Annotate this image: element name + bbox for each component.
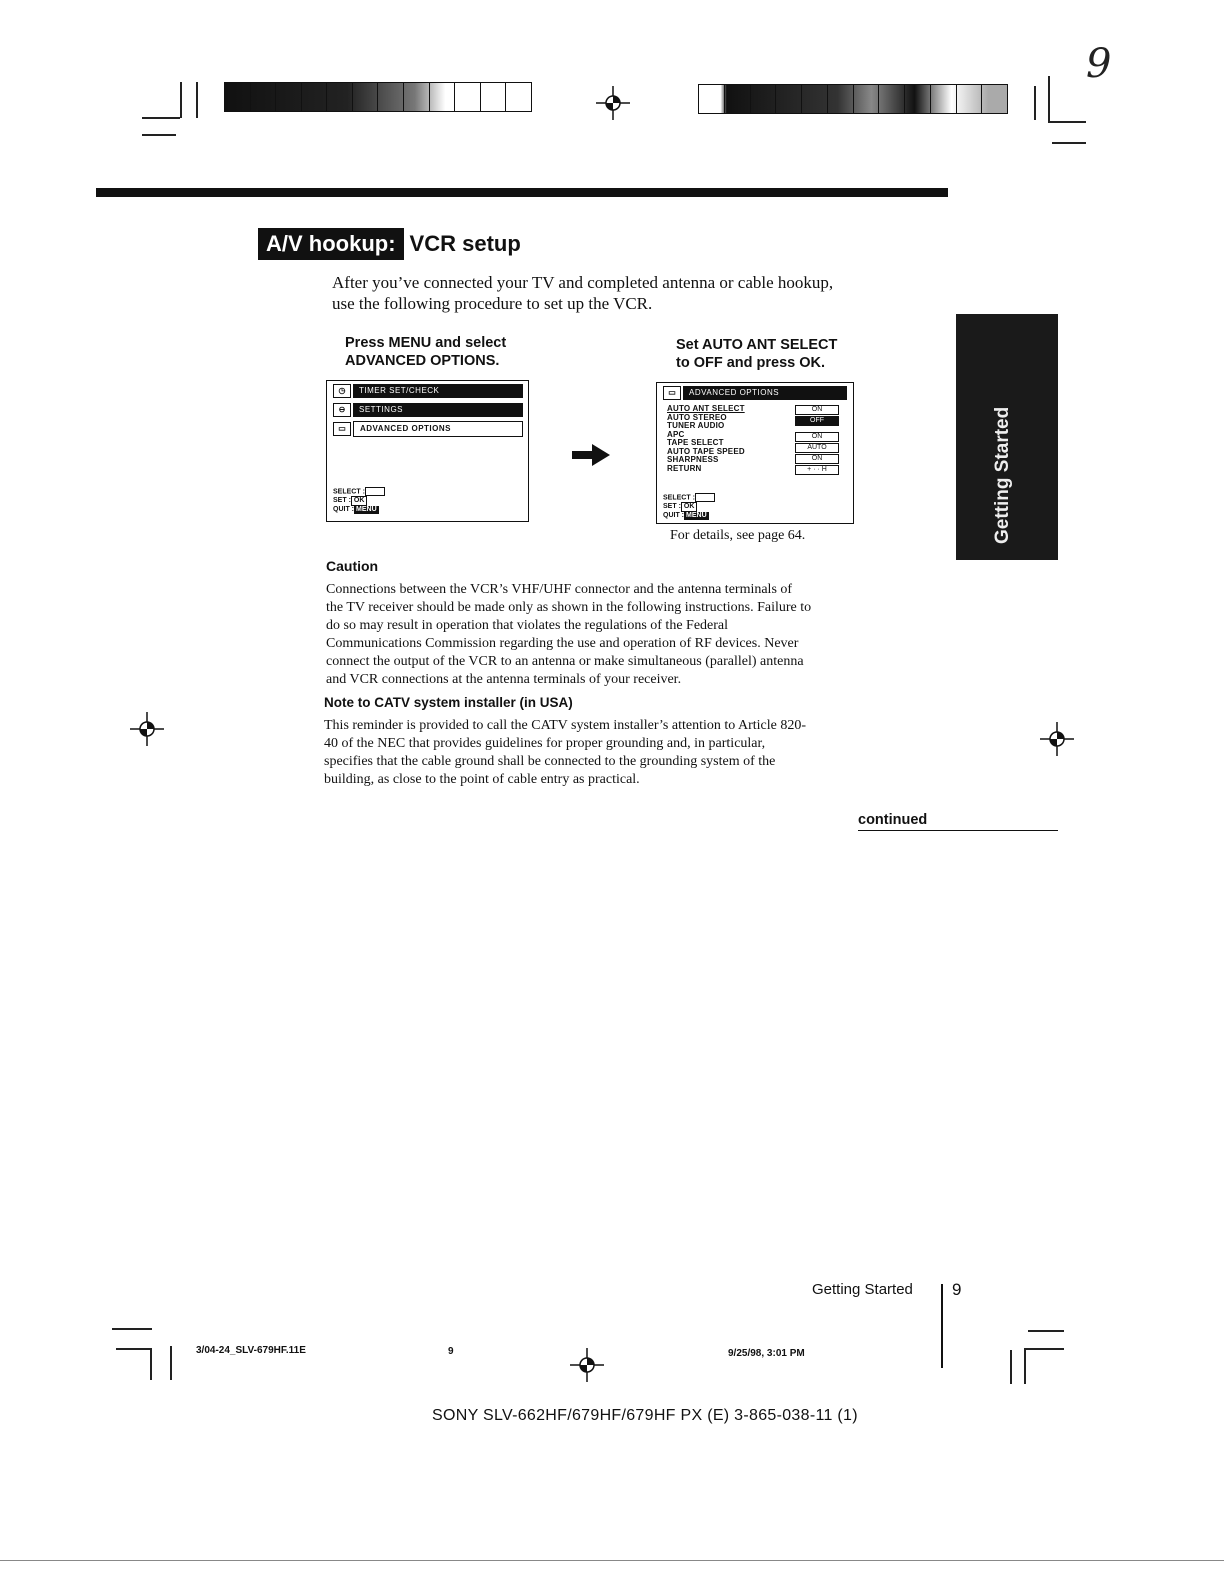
registration-crosshair-icon [1040,722,1074,756]
crop-mark [1048,76,1050,122]
list-item: TAPE SELECT [667,438,724,447]
crop-mark [196,82,198,118]
registration-crosshair-icon [130,712,164,746]
menu-row-timer: ◷ TIMER SET/CHECK [333,384,523,398]
intro-paragraph: After you’ve connected your TV and compl… [332,272,932,314]
footer-section-name: Getting Started [812,1281,913,1298]
note-heading: Note to CATV system installer (in USA) [324,695,573,710]
step-1-label: Press MENU and select ADVANCED OPTIONS. [345,335,507,369]
list-item: APC [667,429,685,439]
tape-icon: ▭ [663,386,681,400]
menu-screen-advanced: ▭ ADVANCED OPTIONS AUTO ANT SELECT AUTO … [656,382,854,524]
crop-mark [112,1328,152,1330]
section-title: A/V hookup: VCR setup [258,228,521,260]
option-value: ON [795,405,839,415]
list-item: AUTO STEREO [667,412,727,422]
side-section-tab: Getting Started [956,314,1058,560]
note-text: This reminder is provided to call the CA… [324,718,807,787]
advanced-value-list: ON OFF ON AUTO ON + · · H [795,405,839,476]
menu-row-label: ADVANCED OPTIONS [353,421,523,437]
menu-row-label: SETTINGS [353,403,523,417]
clock-icon: ◷ [333,384,351,398]
option-value: + · · H [795,465,839,475]
footer-file-code: 3/04-24_SLV-679HF.11E [196,1345,306,1356]
footer-small-page: 9 [448,1346,454,1357]
color-registration-strip [224,82,532,112]
footer-page-number: 9 [952,1280,962,1299]
model-line: SONY SLV-662HF/679HF/679HF PX (E) 3-865-… [432,1407,858,1424]
caution-text: Connections between the VCR’s VHF/UHF co… [326,582,812,687]
menu-footer: SELECT : SET :OK QUIT :MENU [663,493,715,521]
section-title-text: VCR setup [409,231,521,256]
corner-page-number: 9 [1086,41,1112,87]
footer-datetime: 9/25/98, 3:01 PM [728,1348,805,1359]
list-item: TUNER AUDIO [667,421,725,430]
crop-mark [180,82,182,118]
crop-mark [1034,86,1036,120]
crop-mark [150,1348,152,1380]
crop-mark [1010,1350,1012,1384]
step-2-label: Set AUTO ANT SELECT to OFF and press OK. [676,337,838,371]
menu-screen-main: ◷ TIMER SET/CHECK ⊖ SETTINGS ▭ ADVANCED … [326,380,529,522]
intro-line: use the following procedure to set up th… [332,294,653,313]
list-item: AUTO ANT SELECT [667,404,745,413]
details-note: For details, see page 64. [670,528,806,543]
list-item: RETURN [667,463,702,473]
side-tab-label: Getting Started [992,406,1013,544]
header-rule [96,188,948,197]
menu-footer: SELECT : SET :OK QUIT :MENU [333,487,385,515]
option-value: AUTO [795,443,839,453]
registration-crosshair-icon [596,86,630,120]
crop-mark [142,117,180,119]
crop-mark [1028,1330,1064,1332]
crop-mark [170,1346,172,1380]
caution-heading: Caution [326,558,379,574]
section-title-highlight: A/V hookup: [258,228,404,260]
crop-mark [116,1348,152,1350]
crop-mark [1024,1348,1026,1384]
registration-crosshair-icon [570,1348,604,1382]
scan-edge-line [0,1560,1224,1561]
option-value: ON [795,432,839,442]
advanced-item-list: AUTO ANT SELECT AUTO STEREO TUNER AUDIO … [667,404,745,473]
menu-row-settings: ⊖ SETTINGS [333,403,523,417]
advanced-header: ▭ ADVANCED OPTIONS [663,386,847,400]
footer-divider [941,1284,943,1368]
list-item: SHARPNESS [667,455,719,464]
option-value: ON [795,454,839,464]
continued-label: continued [858,812,1058,831]
menu-row-advanced: ▭ ADVANCED OPTIONS [333,421,523,437]
crop-mark [1024,1348,1064,1350]
list-item: AUTO TAPE SPEED [667,446,745,456]
crop-mark [1052,142,1086,144]
option-value: OFF [795,416,839,426]
settings-icon: ⊖ [333,403,351,417]
intro-line: After you’ve connected your TV and compl… [332,273,834,292]
crop-mark [142,134,176,136]
menu-row-label: TIMER SET/CHECK [353,384,523,398]
color-registration-strip [698,84,1008,114]
crop-mark [1048,121,1086,123]
tape-icon: ▭ [333,422,351,436]
arrow-right-icon [572,444,610,466]
